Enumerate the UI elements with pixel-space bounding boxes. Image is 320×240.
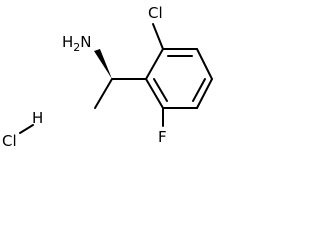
- structure-canvas: H2N Cl F H Cl: [0, 0, 217, 155]
- ring-double-bond-inner-2: [192, 78, 206, 102]
- bond-c2-chlorine: [152, 23, 164, 50]
- ring-double-bond-inner-3: [153, 78, 168, 102]
- bond-chiral-carbon-methyl: [94, 78, 113, 109]
- bond-hcl: [19, 124, 34, 134]
- atom-label-amine: H2N: [62, 33, 92, 54]
- substituent-bonds: [19, 23, 164, 134]
- ring-bond-c6-c1: [145, 78, 164, 109]
- ring-bond-c1-c2: [145, 48, 164, 80]
- ring-bond-c4-c5: [196, 78, 213, 109]
- chemical-structure-diagram: H2N Cl F H Cl: [2, 4, 213, 150]
- ring-bond-c3-c4: [196, 48, 213, 80]
- atom-label-hcl-chlorine: Cl: [2, 132, 17, 150]
- atom-label-fluorine: F: [158, 128, 167, 146]
- benzene-ring: [145, 48, 213, 109]
- atom-label-chlorine-ring: Cl: [148, 4, 163, 22]
- wedge-bond-amine: [94, 49, 112, 79]
- atom-label-hcl-hydrogen: H: [32, 109, 43, 127]
